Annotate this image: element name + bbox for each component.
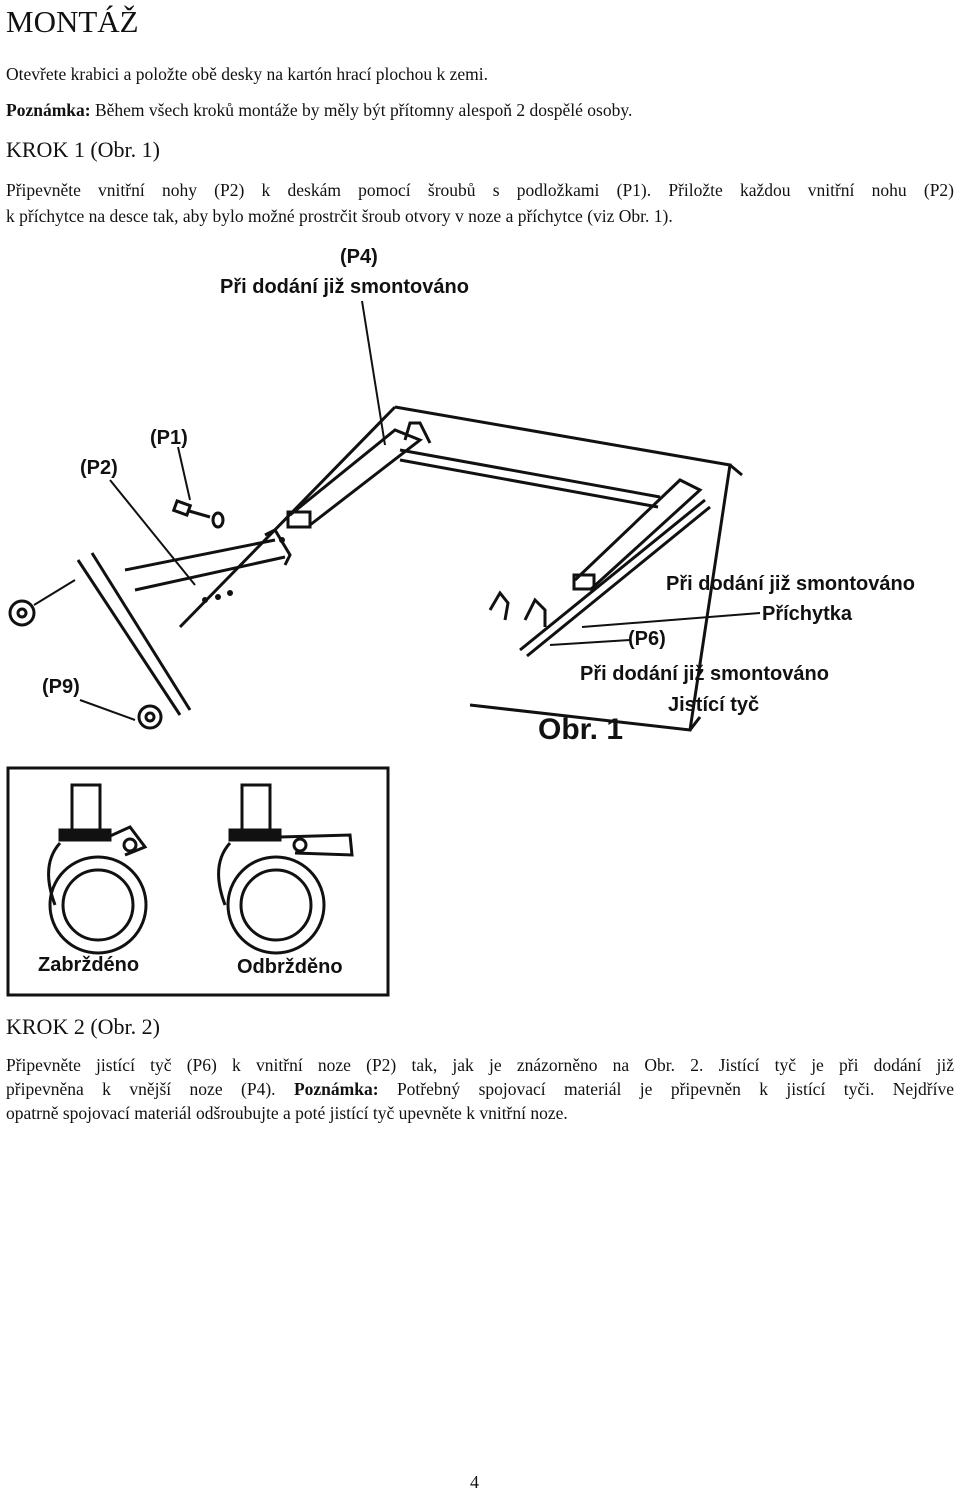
label-p4: (P4) <box>340 246 378 268</box>
page-title: MONTÁŽ <box>6 4 139 39</box>
note-label: Poznámka: <box>6 100 91 120</box>
step1-heading: KROK 1 (Obr. 1) <box>6 137 160 162</box>
step2-line1: Připevněte jistící tyč (P6) k vnitřní no… <box>6 1055 954 1075</box>
label-bar-note: Při dodání již smontováno <box>580 663 829 685</box>
label-p6: (P6) <box>628 628 666 650</box>
page-number: 4 <box>470 1472 479 1492</box>
label-bar: Jistící tyč <box>668 694 759 716</box>
step2-note-label: Poznámka: <box>293 1079 379 1099</box>
caster-detail-box: Zabrždéno Odbržděno <box>6 766 390 997</box>
figure-1-caption: Obr. 1 <box>538 713 623 746</box>
step2-line2: připevněna k vnější noze (P4). Poznámka:… <box>6 1077 954 1101</box>
label-p2: (P2) <box>80 457 118 479</box>
label-bracket-note: Při dodání již smontováno <box>666 573 915 595</box>
step1-line2: k příchytce na desce tak, aby bylo možné… <box>6 206 673 226</box>
note-paragraph: Poznámka: Během všech kroků montáže by m… <box>6 98 632 122</box>
caster-locked-label: Zabrždéno <box>38 954 139 976</box>
intro-text: Otevřete krabici a položte obě desky na … <box>6 64 489 84</box>
label-bracket: Příchytka <box>762 603 853 625</box>
figure-1-illustration: (P4) Při dodání již smontováno (P1) (P2)… <box>8 246 915 746</box>
step2-heading: KROK 2 (Obr. 2) <box>6 1014 160 1039</box>
step2-line2-b: Potřebný spojovací materiál je připevněn… <box>378 1079 954 1099</box>
caster-unlocked-label: Odbržděno <box>237 956 343 978</box>
label-p4-note: Při dodání již smontováno <box>220 276 469 298</box>
note-text: Během všech kroků montáže by měly být př… <box>90 100 633 120</box>
step2-line3: opatrně spojovací materiál odšroubujte a… <box>6 1103 568 1123</box>
label-p9: (P9) <box>42 676 80 698</box>
step1-line1: Připevněte vnitřní nohy (P2) k deskám po… <box>6 180 954 200</box>
label-p1: (P1) <box>150 427 188 449</box>
step2-line2-a: připevněna k vnější noze (P4). <box>6 1079 294 1099</box>
